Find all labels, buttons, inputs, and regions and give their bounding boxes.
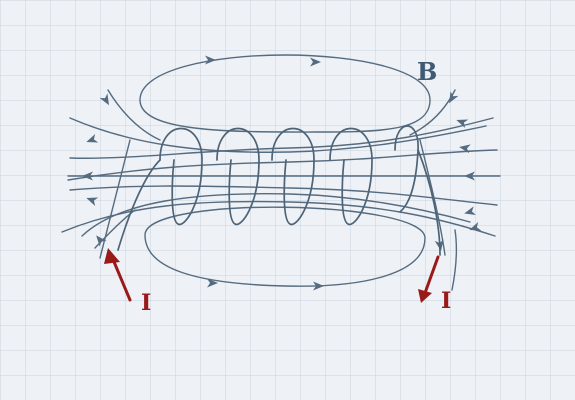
coil-turn-4	[329, 127, 373, 226]
field-line-13	[419, 139, 446, 256]
current-label-right: I	[441, 288, 451, 314]
coil-turn-2	[216, 127, 260, 226]
field-arrow-1	[205, 55, 216, 65]
magnetic-field-lines	[61, 54, 501, 291]
field-arrow-12	[469, 222, 482, 231]
field-arrow-10	[464, 206, 476, 216]
field-arrow-3	[207, 278, 218, 288]
field-arrow-11	[456, 119, 469, 128]
field-arrow-5	[82, 171, 93, 181]
field-line-10	[107, 89, 161, 141]
field-direction-arrows	[82, 55, 482, 291]
current-arrow-right	[418, 255, 440, 303]
field-line-15	[94, 209, 136, 249]
field-arrow-7	[86, 134, 99, 143]
field-line-9	[144, 206, 426, 287]
solenoid-coil	[117, 125, 441, 256]
field-line-4	[69, 117, 494, 159]
coil-lead-right	[417, 149, 441, 256]
field-arrow-14	[449, 91, 459, 104]
field-label-b: B	[417, 57, 437, 86]
field-line-2	[67, 149, 498, 181]
field-arrow-13	[99, 93, 109, 106]
field-line-8	[139, 54, 431, 133]
current-arrow-left	[104, 248, 132, 302]
field-arrow-4	[313, 281, 324, 291]
field-line-11	[99, 139, 131, 259]
current-label-left: I	[141, 290, 151, 316]
field-line-3	[69, 185, 498, 206]
field-arrow-8	[86, 197, 99, 206]
field-line-5	[61, 200, 496, 237]
field-arrow-9	[459, 144, 471, 154]
coil-turn-1	[159, 127, 203, 226]
field-arrow-2	[310, 57, 321, 67]
field-arrow-6	[464, 171, 475, 181]
coil-lead-left	[117, 159, 161, 251]
field-arrow-15	[96, 235, 107, 247]
field-line-7	[81, 193, 471, 237]
field-line-14	[451, 229, 458, 291]
coil-turn-3	[271, 127, 315, 226]
field-line-6	[69, 117, 487, 153]
